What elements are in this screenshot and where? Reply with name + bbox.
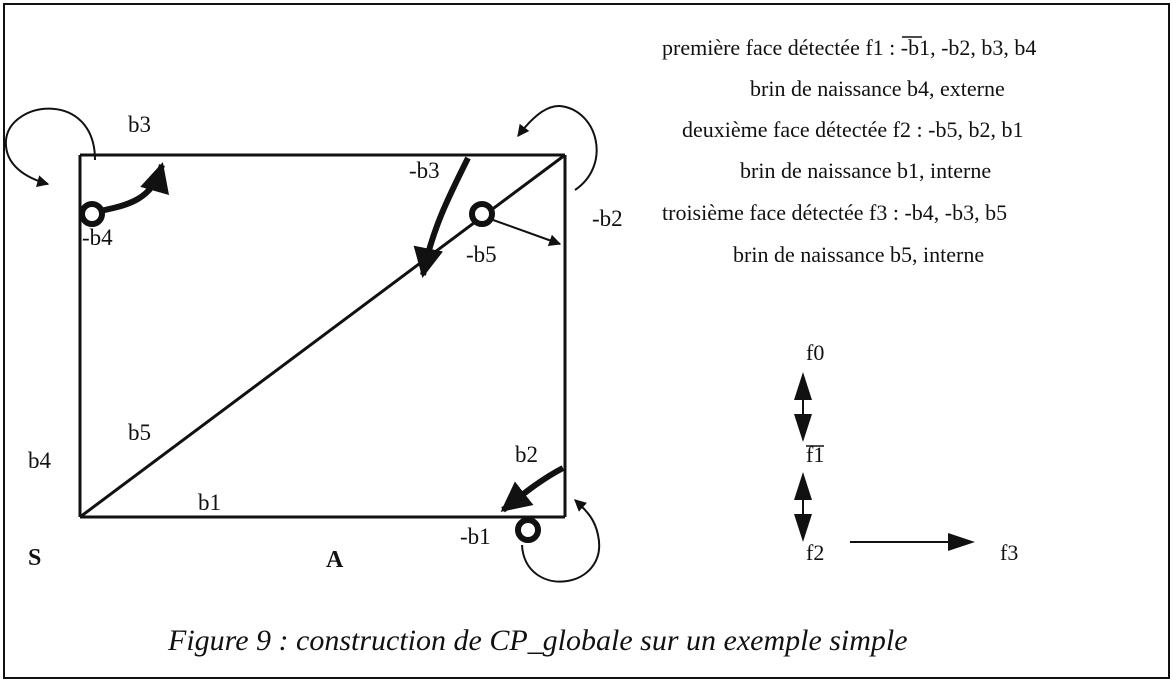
tree-link-f1-f2 xyxy=(794,472,812,542)
label-b5: b5 xyxy=(128,420,151,445)
thick-arrow-b3-neg xyxy=(413,156,471,278)
tree-f1: f1 xyxy=(806,442,824,467)
figure-caption: Figure 9 : construction de CP_globale su… xyxy=(167,624,908,657)
label-b1: b1 xyxy=(198,490,221,515)
face-line-1: première face détectée f1 : -b1, -b2, b3… xyxy=(662,35,1036,60)
label-b2-neg: -b2 xyxy=(592,206,623,231)
curved-arrow-b1-neg xyxy=(500,465,565,513)
label-b1-neg: -b1 xyxy=(460,524,491,549)
dart-origin-b1-neg xyxy=(515,517,541,543)
face-line-4: brin de naissance b1, interne xyxy=(740,158,991,183)
face-line-5: troisième face détectée f3 : -b4, -b3, b… xyxy=(662,200,1007,225)
dart-origin-b4-neg xyxy=(79,201,105,227)
label-b5-neg: -b5 xyxy=(466,242,497,267)
tree-link-f0-f1 xyxy=(794,372,812,442)
face-line-6: brin de naissance b5, interne xyxy=(733,242,984,267)
label-S: S xyxy=(28,545,41,571)
loop-arrow-bottom-right xyxy=(521,499,601,583)
label-b3-neg: -b3 xyxy=(409,158,440,183)
label-b2: b2 xyxy=(515,442,538,467)
label-A: A xyxy=(326,547,344,573)
face-line-2: brin de naissance b4, externe xyxy=(750,76,1005,101)
figure-border xyxy=(3,3,1170,679)
dart-origin-b5-neg xyxy=(469,201,495,227)
face-line-3: deuxième face détectée f2 : -b5, b2, b1 xyxy=(682,117,1023,142)
label-b4: b4 xyxy=(28,448,52,473)
tree-f0: f0 xyxy=(806,340,824,365)
loop-arrow-top-left xyxy=(4,107,96,187)
thick-arrow-b4-origin xyxy=(94,162,169,215)
tree-f2: f2 xyxy=(806,540,824,565)
label-b4-neg: -b4 xyxy=(82,225,113,250)
loop-arrow-top-right xyxy=(517,104,598,191)
label-b3: b3 xyxy=(128,112,151,137)
tree-link-f2-f3 xyxy=(850,533,975,551)
tree-f3: f3 xyxy=(1000,540,1018,565)
arrow-b5-neg xyxy=(481,215,562,246)
